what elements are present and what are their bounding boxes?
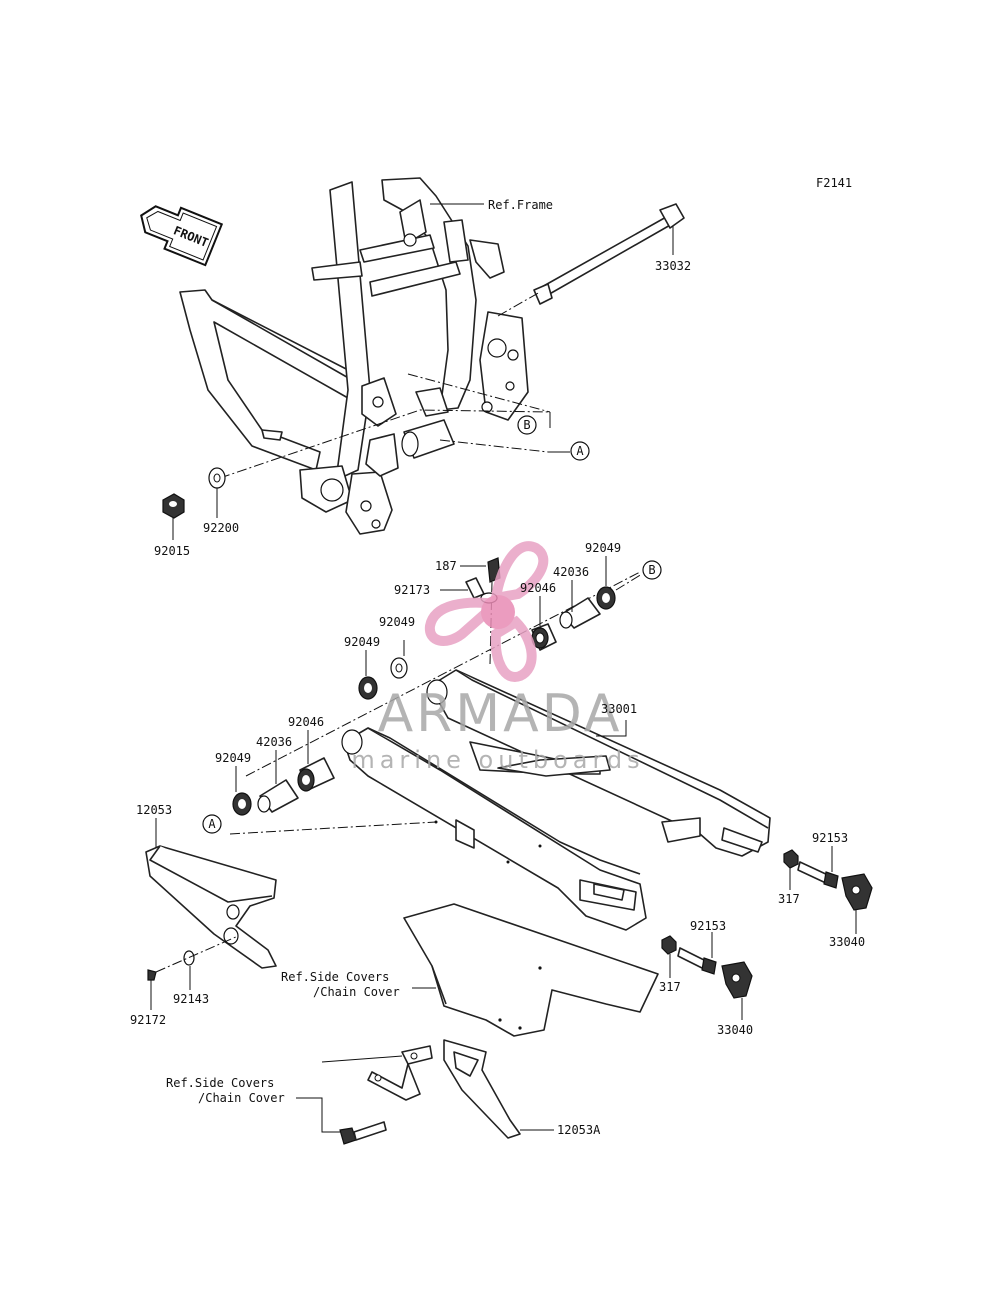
marker-a-text: A bbox=[576, 444, 584, 458]
part-92153-bolt-right bbox=[797, 846, 839, 889]
marker-b-frame: B bbox=[517, 415, 537, 435]
label-42036-top: 42036 bbox=[553, 565, 589, 579]
label-92046-top: 92046 bbox=[520, 581, 556, 595]
label-12053: 12053 bbox=[136, 803, 172, 817]
marker-b-text-2: B bbox=[648, 563, 655, 577]
armada-watermark: ARMADA marine outboards bbox=[351, 541, 644, 774]
ref-side-covers-1-line2: /Chain Cover bbox=[313, 985, 400, 999]
label-92049-mid-b: 92049 bbox=[379, 615, 415, 629]
part-42036-sleeve-top bbox=[559, 580, 601, 629]
part-317-nut-mid bbox=[661, 935, 677, 978]
marker-a-text-2: A bbox=[208, 817, 216, 831]
marker-a-frame: A bbox=[570, 441, 590, 461]
part-12053-chain-guard bbox=[145, 818, 277, 969]
part-labels: F2141 Ref.Frame 33032 92015 92200 187 92… bbox=[130, 176, 865, 1137]
label-92049-top: 92049 bbox=[585, 541, 621, 555]
label-92153-mid: 92153 bbox=[690, 919, 726, 933]
label-42036-low: 42036 bbox=[256, 735, 292, 749]
label-33032: 33032 bbox=[655, 259, 691, 273]
label-92173: 92173 bbox=[394, 583, 430, 597]
part-187-bolt bbox=[460, 557, 501, 583]
part-92153-bolt-mid bbox=[677, 932, 717, 975]
part-92049-seal-low bbox=[232, 766, 252, 816]
label-92049-low: 92049 bbox=[215, 751, 251, 765]
watermark-tagline: marine outboards bbox=[351, 746, 644, 774]
marker-b-text: B bbox=[523, 418, 530, 432]
watermark-brand: ARMADA bbox=[378, 684, 623, 744]
label-92015: 92015 bbox=[154, 544, 190, 558]
part-92172-screw bbox=[147, 969, 157, 1010]
label-317-mid: 317 bbox=[659, 980, 681, 994]
part-92143-collar bbox=[183, 950, 195, 990]
diagram-code: F2141 bbox=[816, 176, 852, 190]
part-92046-bearing-top bbox=[531, 596, 557, 651]
part-92049-seal-mid-b bbox=[390, 640, 408, 679]
chain-cover-bracket-ref bbox=[367, 1045, 433, 1101]
part-317-nut-right bbox=[783, 849, 799, 890]
part-92015-nut bbox=[162, 493, 185, 540]
label-92143: 92143 bbox=[173, 992, 209, 1006]
label-187: 187 bbox=[435, 559, 457, 573]
label-33001: 33001 bbox=[601, 702, 637, 716]
part-33001-swingarm bbox=[341, 669, 771, 931]
ref-side-covers-1-line1: Ref.Side Covers bbox=[281, 970, 389, 984]
bracket-bolt bbox=[339, 1121, 387, 1145]
label-92046-low: 92046 bbox=[288, 715, 324, 729]
part-33040-adjuster-right bbox=[841, 873, 873, 934]
label-317-right: 317 bbox=[778, 892, 800, 906]
marker-a-swingarm: A bbox=[202, 814, 222, 834]
label-92200: 92200 bbox=[203, 521, 239, 535]
part-92200-washer bbox=[208, 467, 226, 518]
label-92172: 92172 bbox=[130, 1013, 166, 1027]
label-92153-right: 92153 bbox=[812, 831, 848, 845]
ref-frame-label: Ref.Frame bbox=[488, 198, 553, 212]
part-33032-axle bbox=[497, 203, 685, 317]
part-42036-sleeve-low bbox=[257, 750, 299, 813]
label-33040-mid: 33040 bbox=[717, 1023, 753, 1037]
part-92049-seal-top bbox=[596, 556, 616, 610]
part-12053A-guard bbox=[443, 1039, 554, 1139]
marker-b-swingarm: B bbox=[615, 560, 662, 591]
propeller-logo bbox=[424, 541, 549, 682]
ref-side-covers-2-line2: /Chain Cover bbox=[198, 1091, 285, 1105]
label-92049-mid-a: 92049 bbox=[344, 635, 380, 649]
frame-drawing bbox=[179, 177, 529, 535]
label-33040-right: 33040 bbox=[829, 935, 865, 949]
ref-side-covers-2-line1: Ref.Side Covers bbox=[166, 1076, 274, 1090]
front-arrow: FRONT bbox=[140, 205, 224, 267]
part-92049-seal-mid-a bbox=[358, 650, 378, 700]
part-33040-adjuster-mid bbox=[721, 961, 753, 1020]
label-12053A: 12053A bbox=[557, 1123, 601, 1137]
part-92046-bearing-low bbox=[297, 730, 335, 792]
chain-cover-ref bbox=[403, 903, 659, 1037]
